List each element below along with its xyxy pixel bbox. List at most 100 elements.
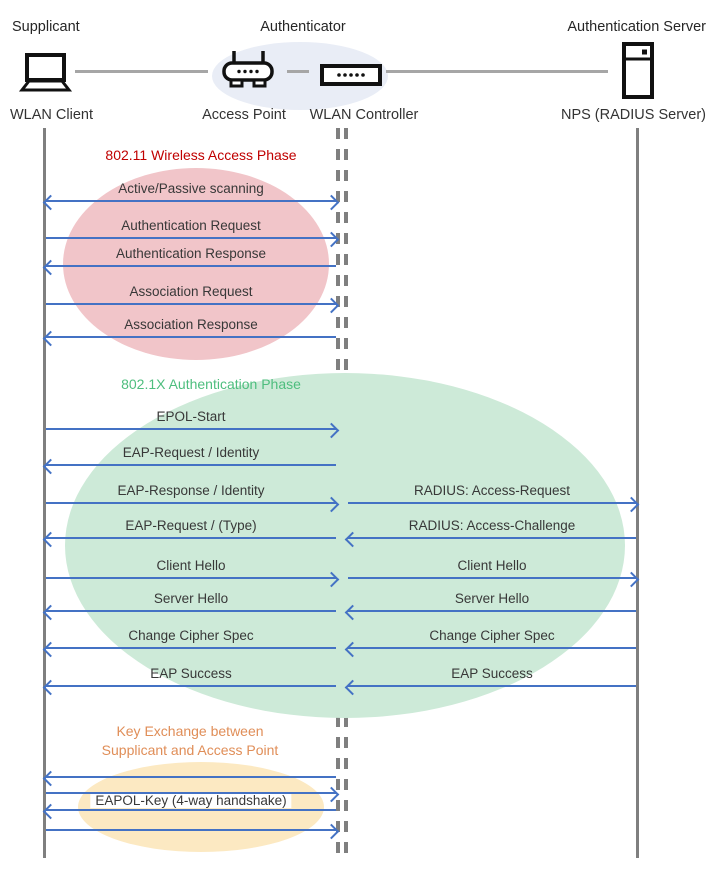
arrow-line (348, 576, 636, 580)
message-label: Change Cipher Spec (128, 628, 254, 643)
arrow-line (46, 427, 336, 431)
message-arrow-right (46, 231, 340, 247)
message-label: Association Request (129, 284, 253, 299)
arrow-line (46, 646, 336, 650)
arrow-line (348, 536, 636, 540)
arrowhead-left-icon (42, 604, 59, 620)
arrow-line (348, 609, 636, 613)
message-arrow-left (344, 531, 636, 547)
message-label: Change Cipher Spec (429, 628, 555, 643)
arrowhead-left-icon (42, 641, 59, 657)
lifeline-nps-server (636, 128, 639, 858)
message-arrow-left (42, 330, 336, 346)
message-arrow-left (344, 641, 636, 657)
arrowhead-left-icon (42, 531, 59, 547)
phase-title-80211: 802.11 Wireless Access Phase (105, 147, 297, 163)
message-label: EAP Success (150, 666, 232, 681)
message-arrow-right (46, 297, 340, 313)
message-arrow-right (46, 786, 340, 802)
phase-title-8021x: 802.1X Authentication Phase (121, 376, 301, 392)
arrow-line (348, 646, 636, 650)
arrowhead-left-icon (42, 679, 59, 695)
arrowhead-left-icon (42, 259, 59, 275)
message-label: EAP-Request / Identity (122, 445, 260, 460)
message-arrow-left (42, 679, 336, 695)
message-arrow-left (42, 770, 336, 786)
arrow-line (348, 501, 636, 505)
role-label-authenticator: Authenticator (260, 19, 346, 35)
message-arrow-left (42, 531, 336, 547)
arrow-line (46, 501, 336, 505)
message-arrow-right (348, 496, 640, 512)
message-label: Client Hello (156, 558, 226, 573)
device-label-access-point: Access Point (202, 107, 286, 123)
message-arrow-right (46, 823, 340, 839)
arrow-line (46, 236, 336, 240)
connector-ap-controller (287, 70, 309, 73)
arrow-line (46, 609, 336, 613)
arrow-line (46, 791, 336, 795)
message-label: EAPOL-Key (4-way handshake) (90, 793, 292, 808)
message-label: Association Response (124, 317, 258, 332)
arrow-line (46, 302, 336, 306)
message-arrow-left (344, 604, 636, 620)
message-arrow-left (42, 641, 336, 657)
message-arrow-left (42, 259, 336, 275)
message-label: EPOL-Start (156, 409, 226, 424)
message-arrow-both (42, 194, 340, 210)
phase-title-key-exchange: Key Exchange between Supplicant and Acce… (101, 723, 279, 758)
message-label: Active/Passive scanning (118, 181, 264, 196)
message-label: Authentication Response (115, 246, 267, 261)
message-label: RADIUS: Access-Request (413, 483, 571, 498)
message-arrow-left (42, 803, 336, 819)
arrowhead-left-icon (42, 194, 59, 210)
arrow-line (46, 808, 336, 812)
arrow-line (46, 828, 336, 832)
arrowhead-left-icon (42, 458, 59, 474)
device-label-wlan-controller: WLAN Controller (309, 107, 419, 123)
role-label-supplicant: Supplicant (12, 19, 80, 35)
arrow-line (46, 576, 336, 580)
message-label: EAP-Request / (Type) (125, 518, 257, 533)
arrowhead-left-icon (42, 803, 59, 819)
message-arrow-right (46, 422, 340, 438)
role-label-authentication-server: Authentication Server (567, 19, 706, 35)
arrow-line (348, 684, 636, 688)
message-arrow-left (344, 679, 636, 695)
message-label: Server Hello (454, 591, 530, 606)
message-arrow-left (42, 458, 336, 474)
message-label: Client Hello (457, 558, 527, 573)
arrowhead-left-icon (344, 604, 361, 620)
message-label: EAP-Response / Identity (117, 483, 265, 498)
lifeline-wlan-client (43, 128, 46, 858)
connector-client-ap (75, 70, 208, 73)
message-arrow-right (46, 496, 340, 512)
arrowhead-left-icon (42, 770, 59, 786)
message-label: Server Hello (153, 591, 229, 606)
message-arrow-right (46, 571, 340, 587)
connector-controller-server (386, 70, 608, 73)
laptop-icon (18, 53, 73, 92)
arrow-line (46, 536, 336, 540)
arrow-line (46, 684, 336, 688)
message-arrow-left (42, 604, 336, 620)
message-arrow-right (348, 571, 640, 587)
arrowhead-left-icon (42, 330, 59, 346)
arrow-line (46, 264, 336, 268)
arrowhead-left-icon (344, 641, 361, 657)
phase-ellipse-8021x (65, 373, 625, 718)
access-point-icon (222, 51, 274, 88)
device-label-nps-radius-server: NPS (RADIUS Server) (560, 107, 706, 123)
message-label: Authentication Request (121, 218, 261, 233)
arrow-line (46, 775, 336, 779)
server-icon (622, 42, 654, 99)
arrow-line (46, 335, 336, 339)
message-label: EAP Success (451, 666, 533, 681)
wlan-controller-icon (320, 64, 382, 86)
arrowhead-left-icon (344, 531, 361, 547)
message-label: RADIUS: Access-Challenge (408, 518, 576, 533)
arrow-line (46, 199, 336, 203)
arrowhead-left-icon (344, 679, 361, 695)
arrow-line (46, 463, 336, 467)
